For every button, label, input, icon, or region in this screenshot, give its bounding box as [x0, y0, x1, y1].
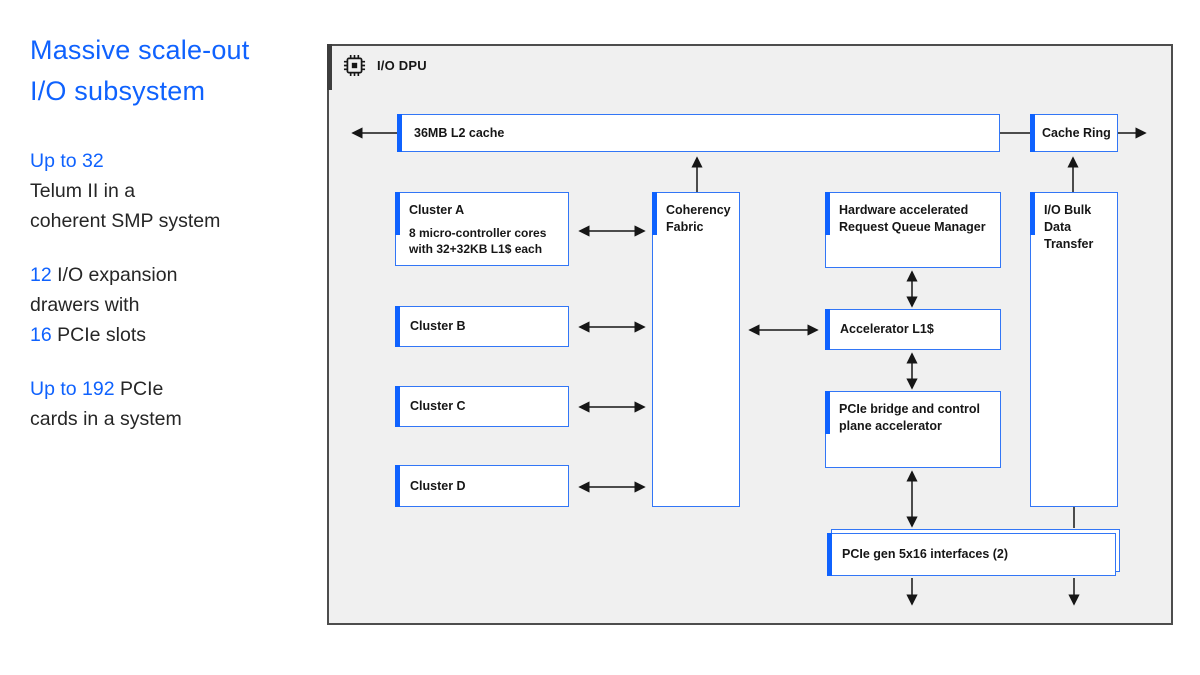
- request-queue-manager-label: Hardware accelerated Request Queue Manag…: [839, 203, 986, 234]
- corner-accent-bar: [327, 44, 332, 90]
- coherency-fabric-label: Coherency Fabric: [666, 203, 731, 234]
- pcie-bridge-box: PCIe bridge and control plane accelerato…: [825, 391, 1001, 468]
- request-queue-manager-box: Hardware accelerated Request Queue Manag…: [825, 192, 1001, 268]
- l2-cache-label: 36MB L2 cache: [414, 125, 505, 140]
- cluster-c-title: Cluster C: [410, 399, 466, 413]
- accelerator-l1-box: Accelerator L1$: [825, 309, 1001, 350]
- io-bulk-box: I/O Bulk Data Transfer: [1030, 192, 1118, 507]
- io-dpu-panel: I/O DPU 36MB L2 cache Cache Ring Cluster…: [327, 44, 1173, 625]
- cluster-d-title: Cluster D: [410, 478, 466, 493]
- coherency-fabric-box: Coherency Fabric: [652, 192, 740, 507]
- l2-cache-box: 36MB L2 cache: [397, 114, 1000, 152]
- chip-icon: [343, 54, 366, 77]
- stat-smp-system: Up to 32 Telum II in a coherent SMP syst…: [30, 146, 322, 236]
- cluster-a-title: Cluster A: [409, 203, 465, 217]
- io-bulk-label: I/O Bulk Data Transfer: [1044, 203, 1094, 251]
- cluster-d-box: Cluster D: [395, 465, 569, 507]
- cluster-a-subtitle: 8 micro-controller cores with 32+32KB L1…: [409, 226, 547, 256]
- dpu-title: I/O DPU: [377, 58, 427, 73]
- cluster-b-title: Cluster B: [410, 319, 466, 333]
- pcie-interfaces-box: PCIe gen 5x16 interfaces (2): [827, 533, 1116, 576]
- cache-ring-label: Cache Ring: [1042, 125, 1111, 140]
- cluster-b-box: Cluster B: [395, 306, 569, 347]
- stat-expansion-drawers: 12 I/O expansion drawers with 16 PCIe sl…: [30, 260, 322, 350]
- dpu-header: I/O DPU: [343, 54, 427, 77]
- stat-text: Telum II in a coherent SMP system: [30, 180, 221, 232]
- pcie-bridge-label: PCIe bridge and control plane accelerato…: [839, 402, 980, 433]
- stat-text: PCIe slots: [51, 324, 146, 346]
- stat-highlight: Up to 32: [30, 150, 104, 172]
- cluster-c-box: Cluster C: [395, 386, 569, 427]
- stats-list: Up to 32 Telum II in a coherent SMP syst…: [30, 146, 322, 434]
- stat-highlight: 12: [30, 264, 52, 286]
- stat-highlight: 16: [30, 324, 52, 346]
- stat-text: PCIe cards in a system: [30, 378, 182, 430]
- pcie-interfaces-label: PCIe gen 5x16 interfaces (2): [842, 547, 1009, 561]
- stat-pcie-cards: Up to 192 PCIe cards in a system: [30, 374, 322, 434]
- page-title: Massive scale-out I/O subsystem: [30, 35, 250, 106]
- left-text-column: Massive scale-out I/O subsystem Up to 32…: [30, 30, 322, 458]
- stat-text: I/O expansion drawers with: [30, 264, 178, 316]
- cache-ring-box: Cache Ring: [1030, 114, 1118, 152]
- cluster-a-box: Cluster A 8 micro-controller cores with …: [395, 192, 569, 266]
- stat-highlight: Up to 192: [30, 378, 115, 400]
- accelerator-l1-label: Accelerator L1$: [840, 322, 934, 336]
